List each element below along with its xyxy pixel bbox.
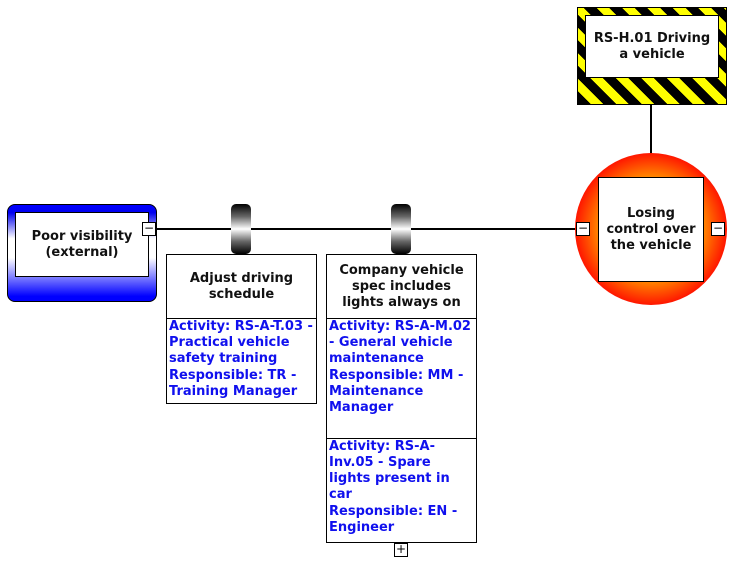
responsible-text: Responsible: EN - Engineer	[329, 504, 458, 535]
barrier-1-activity-1[interactable]: Activity: RS-A-T.03 - Practical vehicle …	[166, 318, 317, 404]
threat[interactable]: Poor visibility (external)	[7, 204, 157, 302]
main-pathway-line	[156, 228, 577, 230]
barrier-2[interactable]: Company vehicle spec includes lights alw…	[326, 254, 477, 319]
barrier-2-expand-button[interactable]: +	[394, 542, 408, 557]
barrier-2-activity-2[interactable]: Activity: RS-A-Inv.05 - Spare lights pre…	[326, 438, 477, 543]
hazard-connector	[650, 104, 652, 156]
top-event-collapse-left-button[interactable]: −	[576, 221, 590, 236]
barrier-1[interactable]: Adjust driving schedule	[166, 254, 317, 319]
barrier-2-marker-icon	[391, 204, 411, 254]
activity-text: Activity: RS-A-M.02 - General vehicle ma…	[329, 319, 471, 366]
top-event-collapse-right-button[interactable]: −	[711, 221, 725, 236]
barrier-1-marker-icon	[231, 204, 251, 254]
barrier-2-activity-1[interactable]: Activity: RS-A-M.02 - General vehicle ma…	[326, 318, 477, 439]
hazard[interactable]: RS-H.01 Driving a vehicle	[577, 7, 727, 105]
responsible-text: Responsible: TR - Training Manager	[169, 368, 298, 399]
threat-label: Poor visibility (external)	[15, 212, 149, 277]
responsible-text: Responsible: MM - Maintenance Manager	[329, 368, 464, 415]
threat-collapse-button[interactable]: −	[142, 221, 156, 236]
top-event[interactable]: Losing control over the vehicle	[575, 153, 727, 305]
activity-text: Activity: RS-A-T.03 - Practical vehicle …	[169, 319, 313, 366]
hazard-label: RS-H.01 Driving a vehicle	[585, 15, 719, 78]
activity-text: Activity: RS-A-Inv.05 - Spare lights pre…	[329, 439, 450, 502]
top-event-label: Losing control over the vehicle	[598, 177, 704, 282]
